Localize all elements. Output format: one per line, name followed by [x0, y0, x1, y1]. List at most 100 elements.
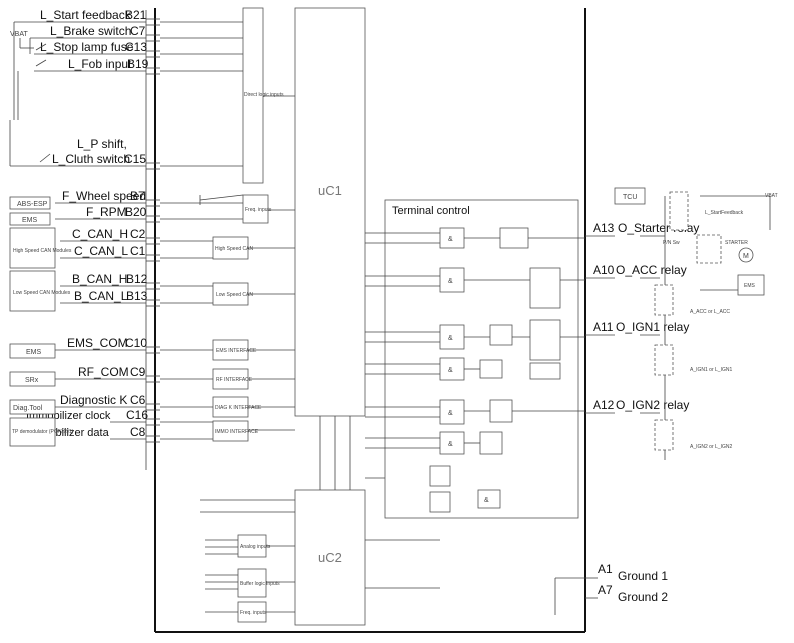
pin-id: A1 — [598, 562, 613, 576]
pin-label: L_Stop lamp fuse — [40, 40, 134, 54]
buffer-logic-label: Buffer logic inputs — [240, 581, 280, 587]
pin-label: EMS_COM — [67, 336, 128, 350]
pin-id: C6 — [130, 393, 146, 407]
pin-id: C13 — [125, 40, 147, 54]
pin-id: B12 — [126, 272, 148, 286]
uc1-block — [294, 7, 366, 417]
pn-switch-label: P/N Sw — [663, 240, 680, 246]
immo-if-block — [212, 420, 249, 442]
ign2-note: A_IGN2 or L_IGN2 — [690, 444, 732, 450]
freq-inputs2-label: Freq. inputs — [240, 610, 267, 616]
freq-inputs-label: Freq. inputs — [245, 207, 272, 213]
and-gate — [477, 489, 501, 509]
module-label: ABS-ESP — [17, 201, 48, 208]
tcu-label: TCU — [623, 194, 637, 201]
pin-id: A7 — [598, 583, 613, 597]
and-gate-label: & — [484, 497, 489, 504]
module-box — [9, 270, 56, 312]
terminal-wires — [365, 232, 585, 449]
start-feedback-label: L_StartFeedback — [705, 210, 744, 216]
pin-label: C_CAN_L — [74, 244, 128, 258]
pin-label: Ground 1 — [618, 569, 668, 583]
module-label: Diag.Tool — [13, 405, 43, 412]
module-box — [9, 371, 56, 387]
ems-box-right — [737, 274, 765, 296]
module-box — [9, 212, 51, 226]
pin-id: B21 — [125, 8, 147, 22]
and-gate-label: & — [448, 441, 453, 448]
uc2-block — [294, 489, 366, 626]
pin-id: C9 — [130, 365, 146, 379]
connector-ticks — [146, 18, 160, 443]
starter-motor — [738, 247, 754, 263]
acc-note: A_ACC or L_ACC — [690, 309, 730, 315]
pin-label: F_Wheel speed — [62, 189, 146, 203]
direct-logic-label: Direct logic inputs — [244, 92, 284, 98]
vbat-label-right: VBAT — [765, 193, 778, 199]
starter-label: STARTER — [725, 240, 748, 246]
pin-id: B7 — [130, 189, 145, 203]
uc1-label: uC1 — [318, 183, 342, 198]
terminal-control-title: Terminal control — [392, 205, 470, 217]
module-box — [9, 399, 56, 415]
module-box — [9, 343, 56, 359]
right-components: TCU P/N Sw L_StartFeedback VBAT STARTER … — [614, 187, 778, 451]
pin-id: C2 — [130, 227, 146, 241]
latch — [489, 324, 513, 346]
acc-relay — [654, 284, 674, 316]
pin-label: L_Fob input — [68, 57, 132, 71]
and-gate-label: & — [448, 410, 453, 417]
pin-id: C8 — [130, 425, 146, 439]
pin-id: B20 — [125, 205, 147, 219]
pin-id: A13 — [593, 221, 615, 235]
immo-if-label: IMMO INTERFACE — [215, 429, 259, 435]
and-gate — [439, 267, 465, 293]
left-wires — [9, 21, 146, 440]
module-box — [9, 196, 51, 210]
module-label: SRx — [25, 377, 39, 384]
uc2-label: uC2 — [318, 550, 342, 565]
diag-if-label: DIAG K INTERFACE — [215, 405, 262, 411]
hs-driver — [529, 362, 561, 380]
pin-label: L_Start feedback — [40, 8, 132, 22]
pin-label: L_Cluth switch — [52, 152, 130, 166]
module-label: EMS — [26, 349, 42, 356]
freq-inputs-block — [242, 194, 269, 224]
hs-driver — [529, 319, 561, 361]
switch-symbols — [35, 43, 51, 163]
pin-label: B_CAN_H — [72, 272, 127, 286]
pin-label: O_ACC relay — [616, 263, 687, 277]
pin-id: A12 — [593, 398, 615, 412]
ign1-note: A_IGN1 or L_IGN1 — [690, 367, 732, 373]
pin-label: RF_COM — [78, 365, 129, 379]
pin-label: O_IGN1 relay — [616, 320, 689, 334]
buffer-logic-block — [237, 568, 267, 598]
pin-label: L_P shift, — [77, 137, 127, 151]
pn-switch-box — [669, 191, 689, 231]
or-gate — [479, 431, 503, 455]
module-label: EMS — [22, 217, 38, 224]
ems-if-label: EMS INTERFACE — [216, 348, 257, 354]
pin-id: C15 — [124, 152, 146, 166]
pin-id: C10 — [125, 336, 147, 350]
module-box — [9, 417, 56, 447]
or-gate — [429, 465, 451, 487]
pin-label: C_CAN_H — [72, 227, 128, 241]
and-gate-label: & — [448, 367, 453, 374]
pin-id: A10 — [593, 263, 615, 277]
pin-label: Ground 2 — [618, 590, 668, 604]
module-label: Low Speed CAN Modules — [13, 290, 71, 296]
terminal-internals: & & & & & & & — [429, 227, 561, 513]
ign2-relay — [654, 419, 674, 451]
module-label: High Speed CAN Modules — [13, 248, 72, 254]
direct-logic-block — [242, 7, 264, 184]
or-gate — [479, 359, 503, 379]
pin-id: A11 — [593, 320, 614, 334]
pin-label: F_RPM — [86, 205, 127, 219]
and-gate — [439, 399, 465, 425]
and-gate-label: & — [448, 236, 453, 243]
ems-label-right: EMS — [744, 283, 756, 289]
motor-symbol: M — [743, 253, 749, 260]
